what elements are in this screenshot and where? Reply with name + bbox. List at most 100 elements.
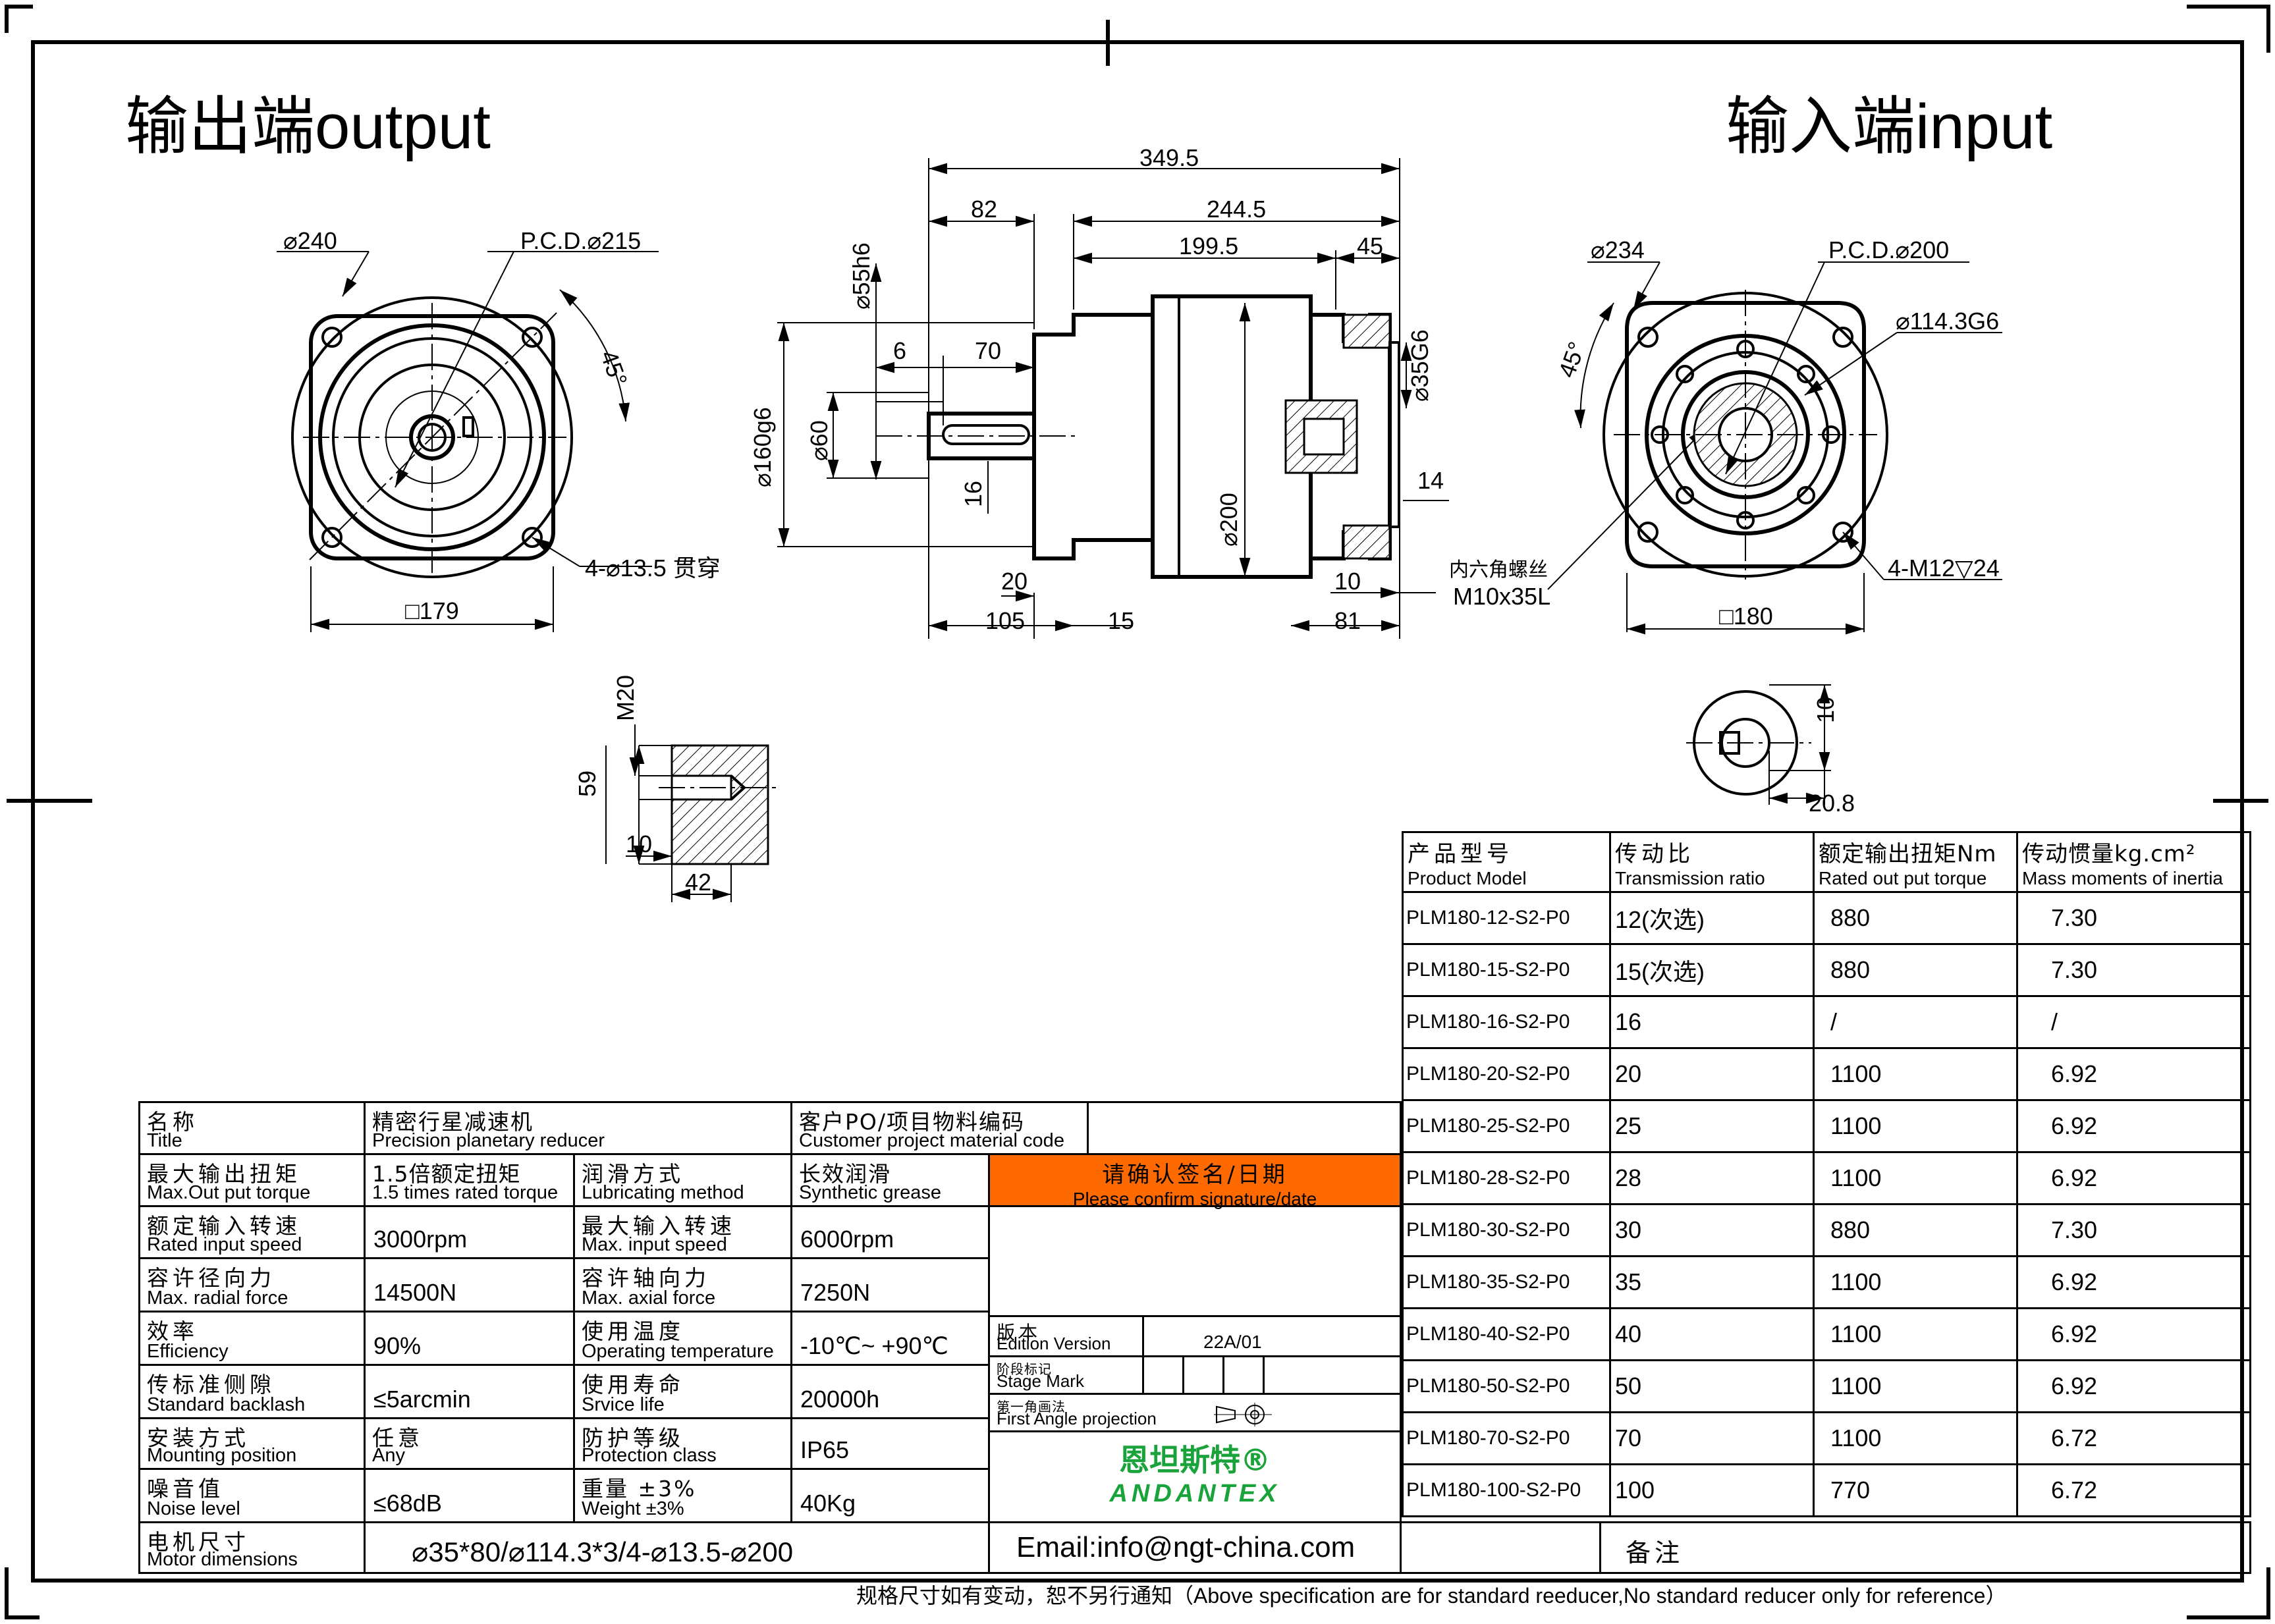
perf-cell-torque: 880: [1813, 891, 2018, 945]
perf-cell-inertia: /: [2016, 995, 2251, 1049]
brand-name-en: ANDANTEX: [1109, 1480, 1280, 1507]
perf-cell-inertia: 6.92: [2016, 1359, 2251, 1413]
dim-key-width: 16: [960, 481, 987, 507]
perf-cell-inertia: 7.30: [2016, 1203, 2251, 1257]
spec-stage-box-1: [1142, 1355, 1184, 1395]
dim-105: 105: [985, 607, 1025, 634]
remarks-cell[interactable]: 备注: [1402, 1521, 2251, 1574]
spec-customer-code-value[interactable]: [1087, 1101, 1402, 1155]
perf-cell-torque: 1100: [1813, 1307, 2018, 1361]
perf-cell-model: PLM180-20-S2-P0: [1402, 1047, 1611, 1101]
perf-cell-ratio: 50: [1609, 1359, 1815, 1413]
perf-cell-inertia: 6.92: [2016, 1307, 2251, 1361]
dim-shaft-dia: ⌀55h6: [848, 242, 875, 310]
dim-input-holes: 4-M12▽24: [1888, 555, 2000, 582]
side-view: 349.5 82 244.5 199.5 45 ⌀55h6 ⌀160g6 ⌀60…: [749, 144, 1707, 639]
perf-cell-ratio: 16: [1609, 995, 1815, 1049]
dim-15: 15: [1108, 607, 1134, 634]
dim-keyway-depth: 20.8: [1809, 790, 1855, 817]
spec-stage-box-2: [1182, 1355, 1224, 1395]
perf-cell-inertia: 7.30: [2016, 891, 2251, 945]
spec-email[interactable]: Email:info@ngt-china.com: [988, 1521, 1402, 1574]
perf-cell-torque: 1100: [1813, 1047, 2018, 1101]
perf-cell-inertia: 6.92: [2016, 1255, 2251, 1309]
perf-cell-torque: 1100: [1813, 1359, 2018, 1413]
dim-output-angle: 45°: [595, 346, 633, 389]
first-angle-projection-icon: [1214, 1403, 1272, 1426]
spec-edition-value: 22A/01: [1142, 1315, 1402, 1357]
dim-tap-42: 42: [685, 869, 711, 896]
perf-cell-model: PLM180-50-S2-P0: [1402, 1359, 1611, 1413]
perf-cell-model: PLM180-35-S2-P0: [1402, 1255, 1611, 1309]
perf-cell-ratio: 35: [1609, 1255, 1815, 1309]
perf-cell-ratio: 15(次选): [1609, 943, 1815, 997]
perf-cell-model: PLM180-100-S2-P0: [1402, 1463, 1611, 1517]
dim-tap-thread: M20: [612, 675, 639, 721]
dim-shaft-length: 82: [971, 196, 997, 223]
perf-cell-model: PLM180-40-S2-P0: [1402, 1307, 1611, 1361]
spec-axial-value: 7250N: [790, 1257, 990, 1313]
spec-backlash-value: ≤5arcmin: [364, 1364, 575, 1419]
perf-cell-ratio: 40: [1609, 1307, 1815, 1361]
perf-cell-torque: 1100: [1813, 1255, 2018, 1309]
perf-cell-torque: 880: [1813, 943, 2018, 997]
spec-protection-value: IP65: [790, 1417, 990, 1470]
screw-label-cn: 内六角螺丝: [1449, 559, 1548, 581]
dim-input-pcd: P.C.D.⌀200: [1828, 236, 1949, 263]
dim-overall-length: 349.5: [1139, 144, 1199, 171]
dim-20: 20: [1001, 568, 1028, 595]
remarks-label: 备注: [1626, 1538, 1684, 1567]
perf-cell-torque: 1100: [1813, 1411, 2018, 1465]
spec-efficiency-value: 90%: [364, 1311, 575, 1366]
dim-81: 81: [1334, 607, 1361, 634]
perf-cell-model: PLM180-30-S2-P0: [1402, 1203, 1611, 1257]
output-front-view: ⌀240 P.C.D.⌀215 45° 4-⌀13.5 贯穿 □179: [277, 227, 721, 632]
spec-signature-area[interactable]: [988, 1205, 1402, 1317]
perf-cell-torque: 770: [1813, 1463, 2018, 1517]
perf-cell-ratio: 100: [1609, 1463, 1815, 1517]
perf-cell-inertia: 6.72: [2016, 1411, 2251, 1465]
perf-cell-inertia: 6.92: [2016, 1099, 2251, 1153]
input-front-view: ⌀234 P.C.D.⌀200 ⌀114.3G6 45° 4-M12▽24 □1…: [1553, 236, 2002, 635]
spec-weight-value: 40Kg: [790, 1468, 990, 1523]
perf-cell-inertia: 6.92: [2016, 1151, 2251, 1205]
dim-body-length: 244.5: [1207, 196, 1266, 223]
perf-cell-model: PLM180-25-S2-P0: [1402, 1099, 1611, 1153]
perf-cell-inertia: 6.72: [2016, 1463, 2251, 1517]
perf-cell-model: PLM180-15-S2-P0: [1402, 943, 1611, 997]
input-heading: 输入端input: [1726, 92, 2052, 162]
dim-neck-dia: ⌀60: [806, 420, 833, 461]
keyway-detail: 10 20.8: [1686, 684, 1855, 817]
perf-cell-ratio: 30: [1609, 1203, 1815, 1257]
dim-input-bore: ⌀35G6: [1406, 329, 1433, 402]
dim-output-pcd: P.C.D.⌀215: [520, 227, 641, 254]
perf-cell-torque: 1100: [1813, 1151, 2018, 1205]
perf-cell-model: PLM180-16-S2-P0: [1402, 995, 1611, 1049]
perf-cell-inertia: 6.92: [2016, 1047, 2251, 1101]
dim-pilot-dia: ⌀160g6: [749, 407, 776, 487]
dim-keyway-width: 10: [1812, 697, 1839, 723]
